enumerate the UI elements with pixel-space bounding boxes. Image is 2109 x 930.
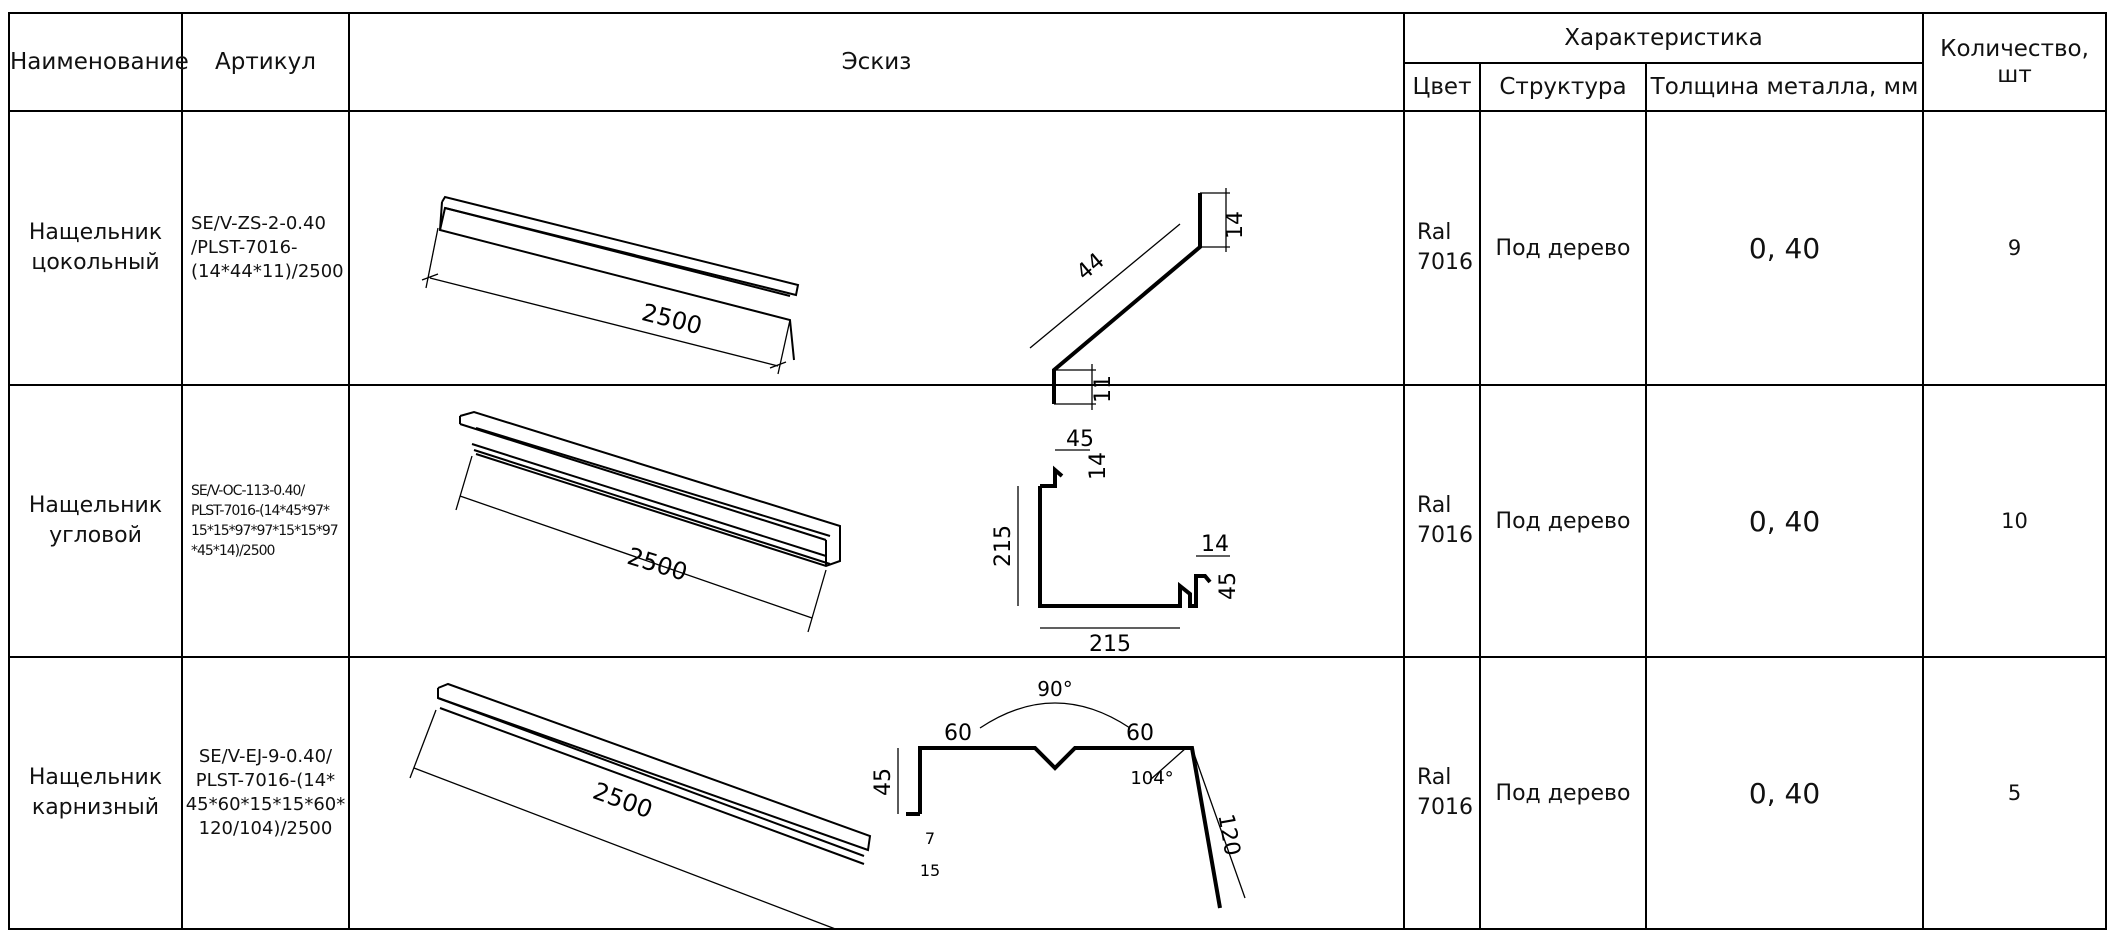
row-article-cell: SE/V-EJ-9-0.40/ PLST-7016-(14* 45*60*15*… bbox=[181, 656, 350, 930]
table-row: Нащельник карнизный SE/V-EJ-9-0.40/ PLST… bbox=[8, 656, 2108, 930]
sketch-drawing-3: 2500 90° 60 60 45 104° 120 7 15 bbox=[409, 677, 1246, 930]
dim-hem2-label: 15 bbox=[920, 861, 940, 880]
row-thickness: 0, 40 bbox=[1644, 384, 1925, 658]
row-name: карнизный bbox=[31, 795, 160, 820]
dim-b-label: 44 bbox=[1072, 248, 1110, 285]
dimension-length bbox=[455, 455, 827, 633]
profile-3d bbox=[438, 195, 800, 361]
profile-section bbox=[1029, 188, 1230, 410]
row-color: 7016 bbox=[1417, 250, 1473, 275]
dim-d-label: 215 bbox=[1089, 632, 1131, 657]
row-article-cell: SE/V-OC-113-0.40/ PLST-7016-(14*45*97* 1… bbox=[181, 384, 350, 658]
row-article: *45*14)/2500 bbox=[191, 543, 275, 559]
dim-angle-top: 90° bbox=[1037, 677, 1072, 701]
profile-3d bbox=[459, 410, 841, 568]
table-row: Нащельник угловой SE/V-OC-113-0.40/ PLST… bbox=[8, 384, 2108, 658]
row-article: PLST-7016-(14*45*97* bbox=[191, 503, 330, 519]
row-article-cell: SE/V-ZS-2-0.40 /PLST-7016- (14*44*11)/25… bbox=[181, 110, 350, 386]
row-article: SE/V-OC-113-0.40/ bbox=[191, 483, 305, 499]
row-article: PLST-7016-(14* bbox=[195, 770, 336, 791]
dim-a-label: 45 bbox=[1066, 427, 1094, 452]
dim-e-label: 14 bbox=[1201, 532, 1229, 557]
row-structure: Под дерево bbox=[1479, 110, 1647, 386]
dim-c-label: 215 bbox=[991, 525, 1016, 567]
row-color: Ral bbox=[1417, 220, 1452, 245]
row-name-cell: Нащельник цокольный bbox=[8, 110, 183, 386]
row-thickness: 0, 40 bbox=[1644, 656, 1925, 930]
dim-height-label: 45 bbox=[871, 768, 896, 796]
dim-hem1-label: 7 bbox=[925, 829, 935, 848]
dim-left-label: 60 bbox=[944, 721, 972, 746]
sketch-drawing-1: 2500 14 44 11 bbox=[421, 188, 1248, 410]
row-article: /PLST-7016- bbox=[191, 237, 298, 258]
row-article: 45*60*15*15*60* bbox=[185, 794, 346, 815]
row-color-cell: Ral 7016 bbox=[1403, 656, 1481, 930]
header-color: Цвет bbox=[1403, 62, 1481, 112]
row-article: (14*44*11)/2500 bbox=[191, 261, 344, 282]
row-quantity: 10 bbox=[1922, 384, 2108, 658]
header-structure: Структура bbox=[1479, 62, 1647, 112]
row-thickness: 0, 40 bbox=[1644, 110, 1925, 386]
header-name: Наименование bbox=[8, 12, 189, 112]
row-article: SE/V-ZS-2-0.40 bbox=[191, 213, 326, 234]
dim-right-label: 60 bbox=[1126, 721, 1154, 746]
header-quantity: Количество, шт bbox=[1922, 12, 2108, 112]
row-quantity: 9 bbox=[1922, 110, 2108, 386]
dim-c-label: 11 bbox=[1091, 375, 1116, 403]
sketch-drawing-2: 2500 45 14 215 215 14 45 bbox=[455, 410, 1241, 657]
profile-section bbox=[897, 702, 1246, 909]
dim-length-label: 2500 bbox=[624, 542, 691, 587]
row-color-cell: Ral 7016 bbox=[1403, 384, 1481, 658]
row-structure: Под дерево bbox=[1479, 384, 1647, 658]
dim-angle-label: 104° bbox=[1130, 768, 1173, 789]
profile-3d bbox=[437, 682, 872, 865]
row-name: цокольный bbox=[31, 250, 160, 275]
row-sketch-cell: 2500 90° 60 60 45 104° 120 7 15 bbox=[348, 656, 1405, 930]
row-color: Ral bbox=[1417, 765, 1452, 790]
table-row: Нащельник цокольный SE/V-ZS-2-0.40 /PLST… bbox=[8, 110, 2108, 410]
row-article: 15*15*97*97*15*15*97 bbox=[191, 523, 339, 539]
dimension-length bbox=[421, 227, 791, 375]
row-sketch-cell: 2500 45 14 215 215 14 45 bbox=[348, 384, 1405, 658]
dim-f-label: 45 bbox=[1216, 572, 1241, 600]
header-sketch: Эскиз bbox=[348, 12, 1405, 112]
header-thickness: Толщина металла, мм bbox=[1644, 62, 1925, 112]
profile-section bbox=[1017, 449, 1230, 629]
row-color-cell: Ral 7016 bbox=[1403, 110, 1481, 386]
row-structure: Под дерево bbox=[1479, 656, 1647, 930]
row-quantity: 5 bbox=[1922, 656, 2108, 930]
header-article: Артикул bbox=[181, 12, 350, 112]
dim-drop-label: 120 bbox=[1212, 812, 1244, 858]
row-name-cell: Нащельник карнизный bbox=[8, 656, 183, 930]
dim-b-label: 14 bbox=[1086, 452, 1111, 480]
row-name: Нащельник bbox=[28, 765, 163, 790]
row-color: 7016 bbox=[1417, 523, 1473, 548]
row-color: Ral bbox=[1417, 493, 1452, 518]
row-name: Нащельник bbox=[28, 493, 163, 518]
row-name: угловой bbox=[49, 523, 142, 548]
row-article: SE/V-EJ-9-0.40/ bbox=[198, 746, 333, 767]
row-color: 7016 bbox=[1417, 795, 1473, 820]
row-name: Нащельник bbox=[28, 220, 163, 245]
row-sketch-cell: 2500 14 44 11 bbox=[348, 110, 1405, 410]
header-characteristic: Характеристика bbox=[1402, 12, 1925, 64]
row-article: 120/104)/2500 bbox=[198, 818, 333, 839]
dimension-length bbox=[409, 709, 839, 930]
product-table: Наименование Артикул Эскиз Характеристик… bbox=[8, 12, 2108, 930]
dim-a-label: 14 bbox=[1223, 211, 1248, 239]
row-name-cell: Нащельник угловой bbox=[8, 384, 183, 658]
